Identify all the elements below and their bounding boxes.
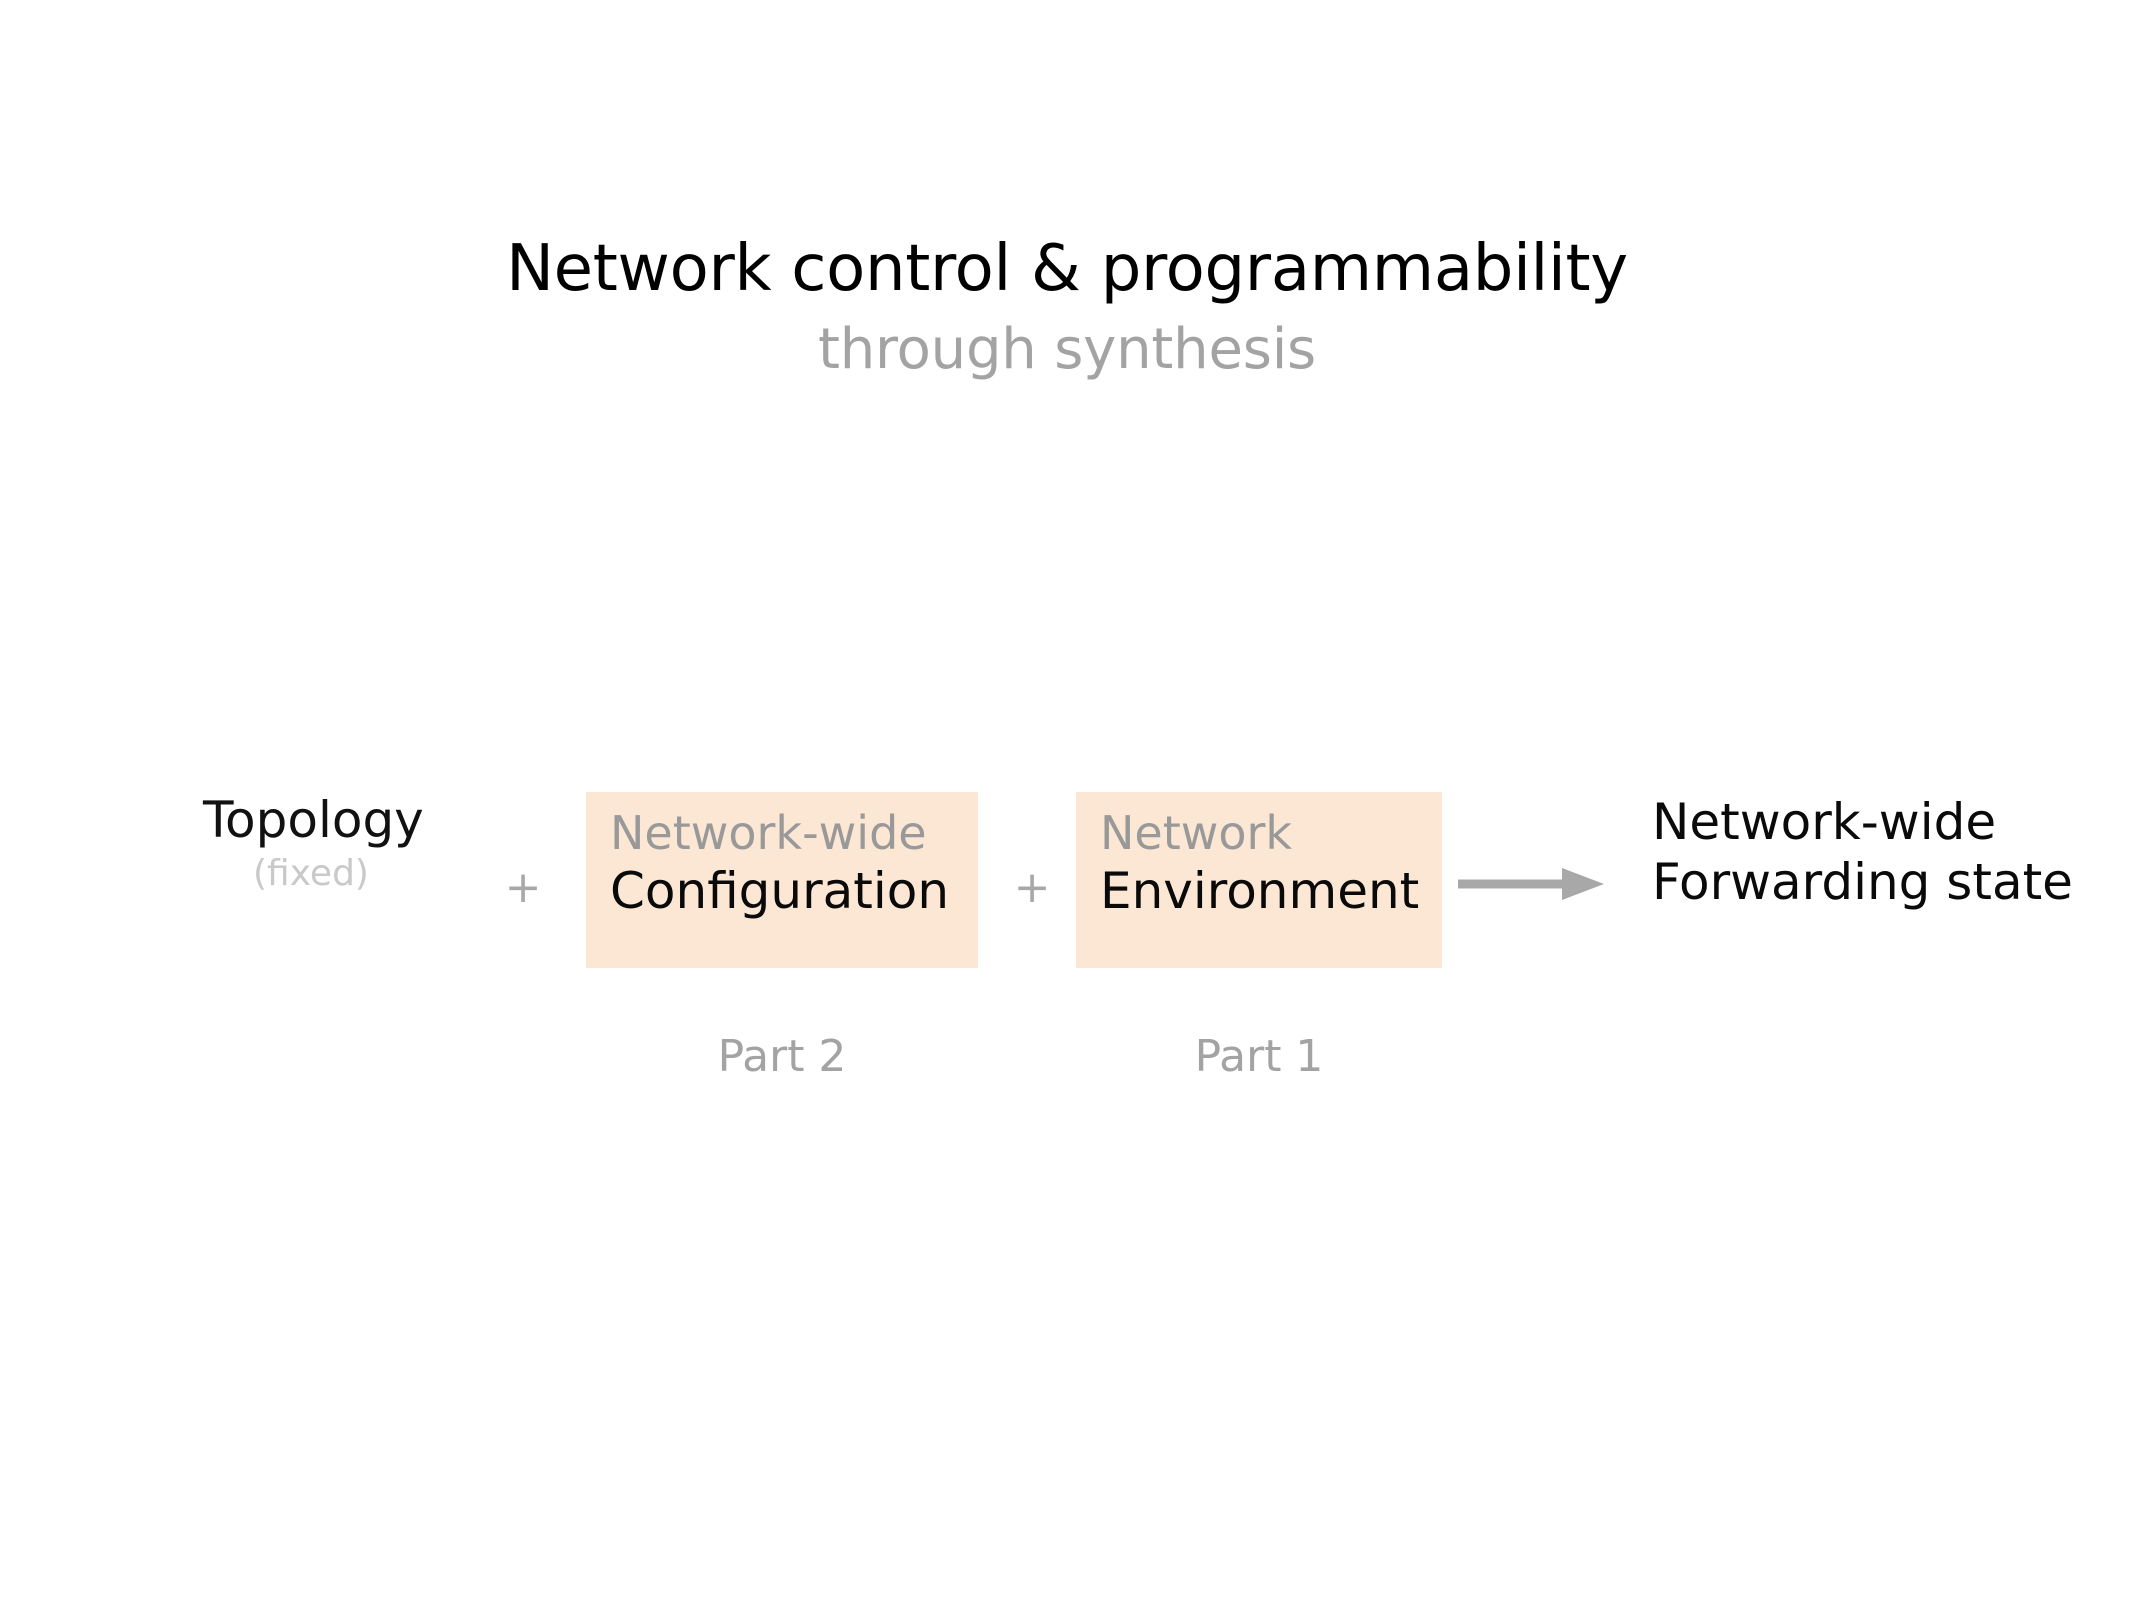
term-environment-label: Environment: [1100, 862, 1420, 921]
term-forwarding-state-label: Forwarding state: [1652, 853, 2073, 911]
arrow-right-icon: [1458, 866, 1608, 902]
term-configuration-label: Configuration: [610, 862, 950, 921]
term-environment-box: Network Environment: [1076, 792, 1442, 968]
caption-part-2: Part 2: [717, 1031, 847, 1082]
term-forwarding-state: Network-wide Forwarding state: [1652, 792, 2092, 912]
term-topology-label: Topology: [203, 791, 424, 849]
term-forwarding-state-qualifier: Network-wide: [1652, 793, 1997, 851]
page-subtitle: through synthesis: [817, 316, 1317, 382]
term-configuration-box: Network-wide Configuration: [586, 792, 978, 968]
plus-operator-first: +: [504, 862, 542, 913]
title-block: Network control & programmability throug…: [0, 232, 2134, 382]
caption-part-1: Part 1: [1194, 1031, 1324, 1082]
term-topology-note: (fixed): [253, 853, 369, 894]
term-environment-qualifier: Network: [1100, 806, 1293, 860]
plus-operator-second: +: [1013, 862, 1051, 913]
term-topology: Topology (fixed): [203, 792, 503, 894]
page-title: Network control & programmability: [506, 232, 1628, 306]
term-configuration-qualifier: Network-wide: [610, 806, 927, 860]
synthesis-equation-diagram: Topology (fixed) + Network-wide Configur…: [0, 770, 2134, 1000]
